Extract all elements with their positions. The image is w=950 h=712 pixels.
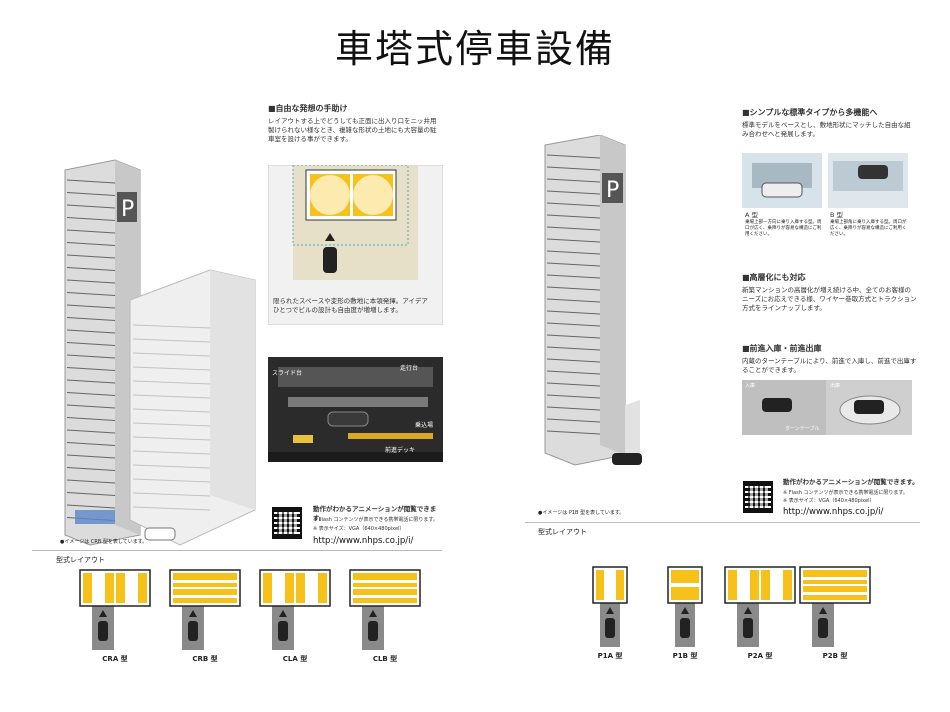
right-animation-note: 動作がわかるアニメーションが閲覧できます。 (783, 478, 919, 486)
left-panel: P ■自由な発想の手助け レイアウトする上でどうしても正面に出入り口をニッ井用製… (30, 95, 445, 663)
layout-label: CLB 型 (372, 655, 398, 663)
left-section-text: レイアウトする上でどうしても正面に出入り口をニッ井用製けられない様なとき、複雑な… (268, 117, 437, 143)
layout-diagram: P2B 型 (795, 565, 875, 661)
left-tower-illustration: P (64, 159, 256, 546)
layout-label: P1A 型 (597, 652, 623, 660)
layout-label: CRB 型 (192, 655, 218, 663)
left-plan-diagram (268, 165, 443, 325)
left-photo-label-boarding: 乗込場 (415, 422, 434, 429)
left-section-header: ■自由な発想の手助け (268, 104, 348, 113)
left-figure-caption: 限られたスペースや変形の敷地に本領発揮。アイデアひとつでビルの設計も自由度が増増… (273, 297, 428, 314)
left-photo (268, 357, 443, 462)
right-type-b-label: B 型 (830, 211, 844, 219)
right-section1-text: 標準モデルをベースとし、敷地形状にマッチした自由な組み合わせへと発展します。 (742, 121, 911, 138)
right-section2-header: ■高層化にも対応 (742, 273, 806, 282)
right-layout-header: 型式レイアウト (538, 528, 587, 536)
right-animation-sub2: ※ 表示サイズ：VGA（640×480pixel） (783, 498, 875, 504)
layout-diagram: CRA 型 (75, 568, 155, 664)
right-section-divider (525, 522, 920, 523)
right-image-note: ●イメージは P1B 型を表しています。 (538, 510, 625, 516)
layout-label: CRA 型 (102, 655, 128, 663)
right-type-b-photo (828, 153, 908, 208)
right-photo-label-turntable: ターンテーブル (785, 426, 820, 432)
left-photo-label-travel: 走行台 (400, 365, 419, 372)
right-tower-illustration: P (544, 135, 642, 466)
page-title: 車塔式停車設備 (334, 27, 615, 71)
right-type-a-label: A 型 (745, 211, 759, 219)
right-section3-header: ■前進入庫・前進出庫 (742, 344, 822, 353)
left-photo-label-slide: スライド台 (272, 370, 303, 377)
layout-label: P1B 型 (672, 652, 698, 660)
right-type-a-photo (742, 153, 822, 208)
layout-diagram: P1A 型 (570, 565, 650, 661)
right-type-b-text: 乗場上部角に乗り入庫する型。周口が広く、乗降りが容易な構造にご利用ください。 (830, 220, 907, 237)
right-qr-code (743, 481, 773, 513)
left-layouts-row: CRA 型 CRB 型 CLA 型 CLB 型 (75, 568, 445, 663)
right-panel: P ■シンプルな標準タイプから多機能へ 標準モデルをベースとし、敷地形状にマッチ… (520, 95, 925, 660)
left-animation-sub2: ※ 表示サイズ：VGA（640×480pixel） (313, 526, 405, 532)
left-url-link[interactable]: http://www.nhps.co.jp/i/ (313, 536, 414, 546)
right-section1-header: ■シンプルな標準タイプから多機能へ (742, 108, 878, 117)
left-layout-header: 型式レイアウト (56, 556, 105, 564)
layout-diagram: P2A 型 (720, 565, 800, 661)
right-layouts-row: P1A 型 P1B 型 P2A 型 P2B 型 (570, 565, 915, 660)
right-turntable-photo (742, 380, 912, 435)
left-tower-p-sign: P (121, 197, 134, 222)
layout-diagram: P1B 型 (645, 565, 725, 661)
right-section2-text: 新築マンションの高層化が増え続ける中、全てのお客様のニーズにお応えできる様、ワイ… (742, 286, 917, 312)
right-tower-p-sign: P (606, 178, 619, 203)
layout-diagram: CRB 型 (165, 568, 245, 664)
left-photo-label-deck: 前進デッキ (385, 447, 416, 454)
layout-label: P2B 型 (822, 652, 848, 660)
layout-diagram: CLA 型 (255, 568, 335, 664)
left-animation-sub1: ※ Flash コンテンツが表示できる携帯電話に限ります。 (313, 517, 438, 523)
layout-diagram: CLB 型 (345, 568, 425, 664)
right-photo-label-in: 入庫 (745, 383, 756, 389)
left-section-divider (32, 550, 442, 551)
left-qr-code (272, 507, 302, 539)
left-image-note: ●イメージは CRB 型を表しています。 (60, 539, 148, 545)
right-type-a-text: 乗場上部一方向に乗り入庫する型。周口が広く、乗降りが容易な構造にご利用ください。 (745, 220, 822, 237)
left-animation-note: 動作がわかるアニメーションが閲覧できます。 (313, 505, 437, 522)
right-animation-sub1: ※ Flash コンテンツが表示できる携帯電話に限ります。 (783, 490, 908, 496)
right-section3-text: 内蔵のターンテーブルにより、前進で入庫し、前進で出庫することができます。 (742, 357, 917, 374)
layout-label: P2A 型 (747, 652, 773, 660)
layout-label: CLA 型 (282, 655, 308, 663)
right-url-link[interactable]: http://www.nhps.co.jp/i/ (783, 507, 884, 517)
right-photo-label-out: 出庫 (830, 383, 841, 389)
